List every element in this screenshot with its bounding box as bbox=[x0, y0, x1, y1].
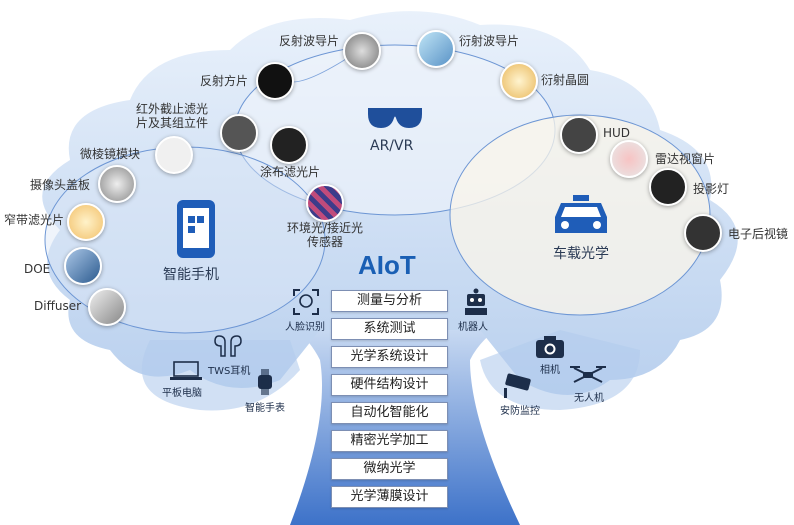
tws-label: TWS耳机 bbox=[208, 366, 251, 377]
camera-label: 相机 bbox=[540, 365, 560, 376]
radar-window-image bbox=[610, 140, 648, 178]
robot-label: 机器人 bbox=[458, 322, 488, 333]
hud-image bbox=[560, 116, 598, 154]
trunk-item: 自动化智能化 bbox=[331, 402, 448, 424]
reflective-square-image bbox=[256, 62, 294, 100]
aiot-title: AIoT bbox=[358, 250, 416, 280]
drone-icon bbox=[570, 366, 606, 383]
car-item-label: 投影灯 bbox=[693, 182, 730, 196]
diffractive-wafer-image bbox=[500, 62, 538, 100]
phone-item-label: 微棱镜模块 bbox=[80, 147, 141, 161]
car-item-label: 电子后视镜 bbox=[728, 227, 789, 241]
arvr-item-label: 反射方片 bbox=[200, 74, 249, 88]
trunk-item: 精密光学加工 bbox=[331, 430, 448, 452]
category-car: 车载光学 bbox=[553, 246, 609, 262]
arvr-item-label: 环境光/接近光传感器 bbox=[286, 221, 364, 249]
glasses-icon bbox=[368, 108, 422, 128]
category-arvr: AR/VR bbox=[370, 138, 414, 154]
trunk-item: 系统测试 bbox=[331, 318, 448, 340]
smartwatch-label: 智能手表 bbox=[245, 403, 285, 414]
face-recognition-icon bbox=[293, 289, 319, 315]
phone-item-label: Diffuser bbox=[34, 299, 82, 313]
face-recognition-label: 人脸识别 bbox=[285, 322, 325, 333]
diffractive-waveguide-image bbox=[417, 30, 455, 68]
projector-lamp-image bbox=[649, 168, 687, 206]
trunk-item: 光学系统设计 bbox=[331, 346, 448, 368]
phone-item-label: DOE bbox=[24, 262, 51, 276]
laptop-icon bbox=[170, 361, 202, 380]
trunk-item: 硬件结构设计 bbox=[331, 374, 448, 396]
arvr-item-label: 涂布滤光片 bbox=[260, 165, 321, 179]
car-item-label: 雷达视窗片 bbox=[655, 152, 716, 166]
robot-icon bbox=[465, 288, 487, 315]
arvr-item-label: 反射波导片 bbox=[279, 34, 340, 48]
phone-item-label: 窄带滤光片 bbox=[4, 213, 65, 227]
earbuds-icon bbox=[214, 335, 242, 357]
ir-filter-image bbox=[220, 114, 258, 152]
taxi-icon bbox=[555, 195, 607, 233]
smartphone-icon bbox=[177, 200, 215, 258]
trunk-item: 光学薄膜设计 bbox=[331, 486, 448, 508]
ambient-sensor-image bbox=[306, 184, 344, 222]
arvr-item-label: 红外截止滤光片及其组立件 bbox=[135, 102, 208, 130]
smartwatch-icon bbox=[258, 369, 272, 395]
arvr-item-label: 衍射晶圆 bbox=[541, 73, 590, 87]
e-mirror-image bbox=[684, 214, 722, 252]
category-phone: 智能手机 bbox=[163, 267, 219, 283]
diffuser-image bbox=[88, 288, 126, 326]
arvr-item-label: 衍射波导片 bbox=[459, 34, 520, 48]
reflective-waveguide-image bbox=[343, 32, 381, 70]
trunk-item: 微纳光学 bbox=[331, 458, 448, 480]
security-label: 安防监控 bbox=[500, 406, 540, 417]
trunk-item: 测量与分析 bbox=[331, 290, 448, 312]
doe-image bbox=[64, 247, 102, 285]
microprism-image bbox=[155, 136, 193, 174]
coated-filter-image bbox=[270, 126, 308, 164]
car-item-label: HUD bbox=[603, 126, 631, 140]
camera-icon bbox=[536, 336, 564, 358]
camera-cover-image bbox=[98, 165, 136, 203]
drone-label: 无人机 bbox=[574, 393, 604, 404]
security-camera-icon bbox=[504, 373, 531, 398]
narrowband-filter-image bbox=[67, 203, 105, 241]
phone-item-label: 摄像头盖板 bbox=[30, 178, 91, 192]
tablet-label: 平板电脑 bbox=[162, 388, 202, 399]
